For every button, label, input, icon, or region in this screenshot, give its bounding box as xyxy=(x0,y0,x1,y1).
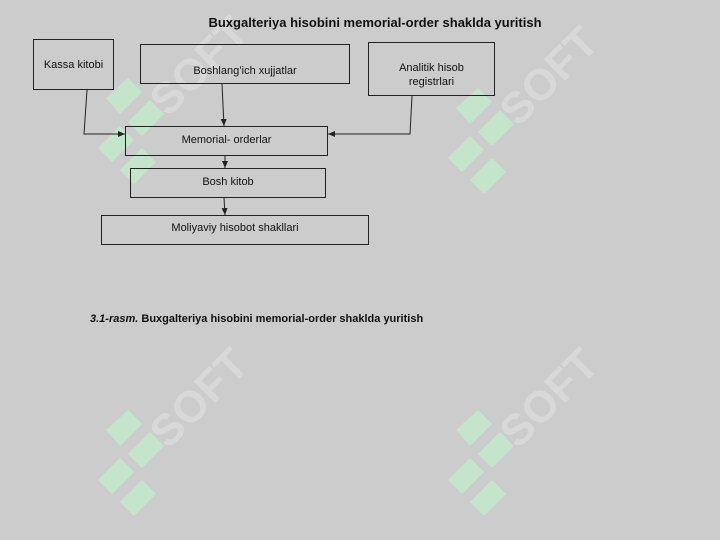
arrow-bosh-to-moliya xyxy=(221,197,228,216)
arrow-analitik-to-memorial xyxy=(328,95,413,137)
arrow-kassa-to-memorial xyxy=(83,89,125,137)
figure-caption: 3.1-rasm. Buxgalteriya hisobini memorial… xyxy=(90,313,423,325)
box-bosh-kitob: Bosh kitob xyxy=(130,168,326,198)
box-boshlangich-xujjatlar: Boshlang’ich xujjatlar xyxy=(140,44,350,84)
box-memorial-orderlar: Memorial- orderlar xyxy=(125,126,328,156)
box-moliyaviy-hisobot: Moliyaviy hisobot shakllari xyxy=(101,215,369,245)
caption-text: Buxgalteriya hisobini memorial-order sha… xyxy=(138,313,424,325)
box-kassa-kitobi: Kassa kitobi xyxy=(33,39,114,90)
box-analitik-hisob-registrlari: Analitik hisob registrlari xyxy=(368,42,495,96)
caption-number: 3.1-rasm. xyxy=(90,313,139,325)
arrow-boshlang-to-memorial xyxy=(220,83,227,127)
diagram-title: Buxgalteriya hisobini memorial-order sha… xyxy=(208,15,542,30)
